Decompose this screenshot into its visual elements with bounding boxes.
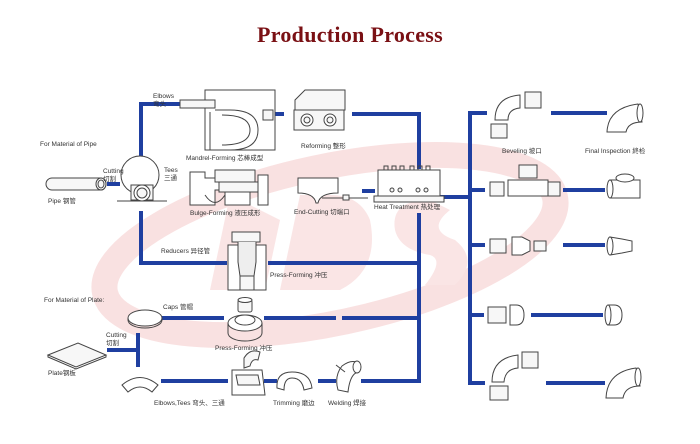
welding-elbow-icon — [335, 360, 362, 393]
flow-line-reforming-heat — [352, 112, 421, 169]
beveling-cap-icon — [487, 304, 525, 326]
press-forming-die-icon — [227, 231, 267, 291]
mandrel-forming-label: Mandrel-Forming 芯棒成型 — [186, 155, 264, 162]
beveling-reducer-icon — [489, 236, 547, 256]
pipe-section-label: For Material of Pipe — [40, 141, 97, 148]
flow-line-welding-up — [361, 261, 421, 383]
end-cutting-label: End-Cutting 切端口 — [294, 209, 350, 216]
trimming-elbow-icon — [276, 371, 313, 391]
elbows-tees-label: Elbows,Tees 弯头、三通 — [154, 400, 225, 407]
beveling-elbow-icon — [490, 91, 542, 139]
pipe-label: Pipe 钢管 — [48, 198, 76, 205]
caps-label: Caps 管帽 — [163, 304, 193, 311]
final-cap-icon — [604, 304, 623, 326]
elbow-tee-blank-icon — [121, 377, 159, 393]
reducers-label: Reducers 异径管 — [161, 248, 211, 255]
final-elbow-2-icon — [605, 367, 642, 399]
beveling-tee-icon — [489, 164, 561, 197]
page-title: Production Process — [256, 22, 444, 47]
mandrel-forming-machine-icon — [179, 89, 276, 151]
final-tee-icon — [606, 173, 641, 199]
flow-line-reducers — [139, 211, 227, 265]
pipe-cutting-machine-icon — [117, 155, 167, 202]
plate-press-forming-label: Press-Forming 冲压 — [215, 345, 273, 352]
reforming-machine-icon — [293, 89, 346, 131]
plate-section-label: For Material of Plate: — [44, 297, 105, 304]
heat-treatment-furnace-icon — [373, 165, 445, 203]
elbow-press-machine-icon — [231, 350, 266, 396]
press-forming-label: Press-Forming 冲压 — [270, 272, 328, 279]
final-reducer-icon — [606, 236, 633, 256]
welding-label: Welding 焊接 — [328, 400, 367, 407]
final-inspection-label: Final Inspection 終检 — [585, 148, 646, 155]
flow-line-elbows — [139, 102, 180, 157]
cap-blank-disc-icon — [127, 309, 163, 329]
end-cutting-tee-icon — [297, 177, 368, 204]
plate-icon — [46, 342, 108, 370]
cap-press-forming-icon — [227, 297, 263, 342]
trimming-label: Trimming 磨边 — [273, 400, 315, 407]
pipe-icon — [45, 177, 107, 191]
plate-label: Plate钢板 — [48, 370, 76, 377]
reforming-label: Reforming 整形 — [301, 143, 346, 150]
beveling-label: Beveling 坡口 — [502, 148, 542, 155]
bulge-forming-label: Bulge-Forming 液压成形 — [190, 210, 261, 217]
final-elbow-icon — [606, 103, 644, 133]
bulge-forming-machine-icon — [189, 169, 269, 206]
heat-treatment-label: Heat Treatment 热处理 — [374, 204, 441, 211]
beveling-elbow-2-icon — [489, 351, 539, 401]
